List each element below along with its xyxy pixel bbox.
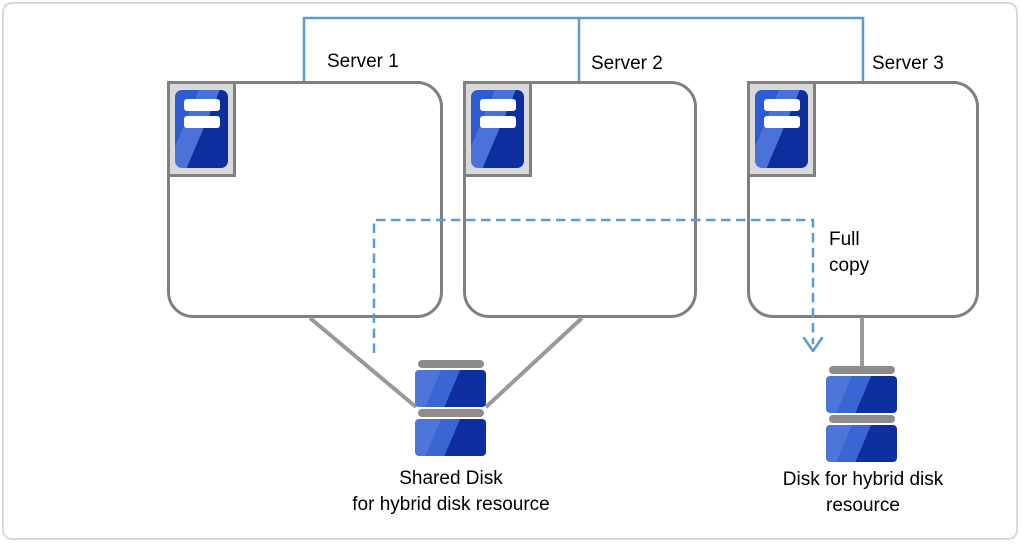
disk-platter (415, 370, 486, 407)
server-tower-body (175, 90, 228, 168)
disk-cap (828, 366, 895, 374)
server-slot-bar (480, 116, 516, 128)
shared-disk-label-line1: Shared Disk (399, 468, 503, 489)
server-tower-body (755, 90, 808, 168)
shared-disk-label: Shared Disk for hybrid disk resource (329, 466, 573, 518)
shared-disk-icon (415, 360, 486, 458)
full-copy-label: Full copy (829, 229, 870, 276)
disk-cap (828, 415, 895, 423)
hybrid-disk-label-line2: resource (826, 495, 900, 516)
disk-cap (417, 360, 484, 368)
hybrid-disk-label-line1: Disk for hybrid disk (782, 469, 944, 490)
server-slot-bar (764, 99, 800, 111)
server3-label: Server 3 (872, 53, 944, 74)
disk-cap (417, 409, 484, 417)
server1-label: Server 1 (327, 51, 399, 72)
hybrid-disk-icon (826, 366, 897, 464)
server-slot-bar (184, 99, 220, 111)
server-slot-bar (480, 99, 516, 111)
server-tower-body (471, 90, 524, 168)
shared-disk-label-line2: for hybrid disk resource (352, 494, 550, 515)
disk-platter (415, 419, 486, 456)
server-tower-icon (463, 81, 532, 177)
server-slot-bar (764, 116, 800, 128)
disk-platter (826, 425, 897, 462)
server2-label: Server 2 (591, 53, 663, 74)
hybrid-disk-label: Disk for hybrid disk resource (765, 467, 961, 519)
server-slot-bar (184, 116, 220, 128)
server-tower-icon (747, 81, 816, 177)
disk-platter (826, 376, 897, 413)
server-tower-icon (167, 81, 236, 177)
